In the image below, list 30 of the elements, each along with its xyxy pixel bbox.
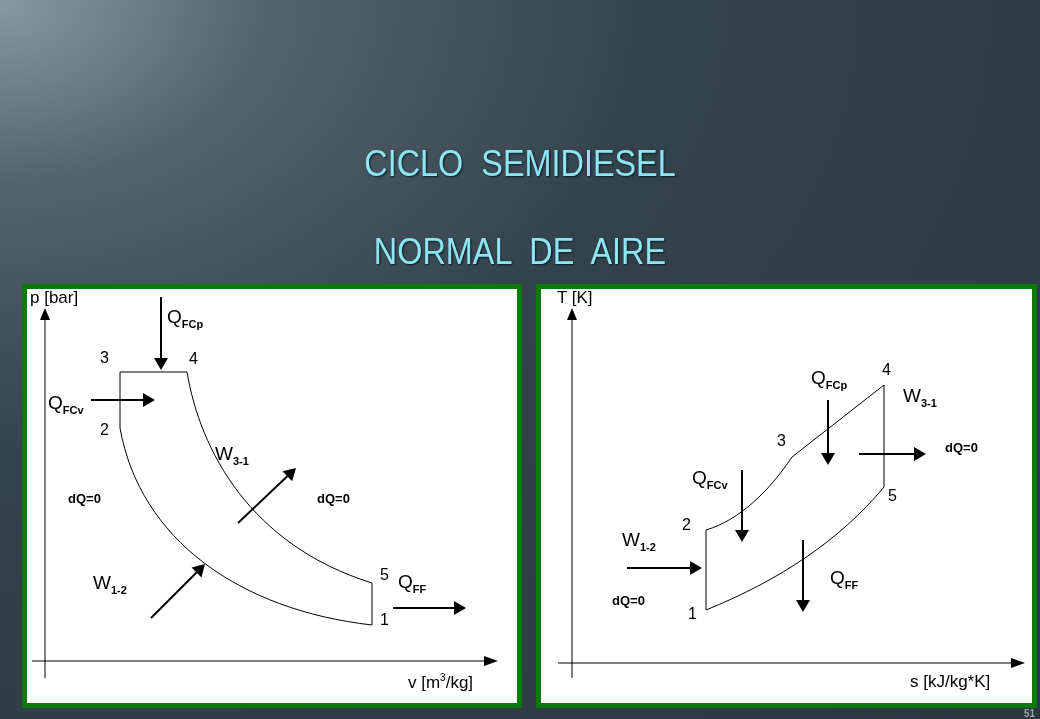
axis-label: s [kJ/kg*K] — [910, 673, 991, 690]
symbol-label: W$_{3-1}$ — [903, 386, 937, 409]
axis-label: v [m$^{3}$/kg] — [408, 673, 474, 691]
point-number: 5 — [888, 488, 897, 504]
point-number: 1 — [380, 612, 389, 628]
symbol-label: W$_{3-1}$ — [215, 444, 249, 467]
page-number: 51 — [1024, 709, 1036, 719]
symbol-label: W$_{1-2}$ — [622, 530, 656, 553]
point-number: 2 — [100, 422, 109, 438]
heat-note: dQ=0 — [612, 594, 645, 607]
symbol-label: Q$_{FF}$ — [830, 568, 859, 591]
symbol-label: Q$_{FCp}$ — [167, 307, 204, 330]
heat-note: dQ=0 — [68, 492, 101, 505]
point-number: 4 — [882, 362, 891, 378]
heat-note: dQ=0 — [945, 441, 978, 454]
point-number: 2 — [682, 517, 691, 533]
axis-label: p [bar] — [30, 289, 79, 306]
slide-title: CICLO SEMIDIESEL NORMAL DE AIRE — [363, 142, 677, 274]
axis-label: T [K] — [557, 289, 593, 306]
heat-note: dQ=0 — [317, 492, 350, 505]
symbol-label: W$_{1-2}$ — [93, 573, 127, 596]
symbol-label: Q$_{FF}$ — [398, 572, 427, 595]
point-number: 3 — [100, 350, 109, 366]
point-number: 1 — [688, 606, 697, 622]
symbol-label: Q$_{FCp}$ — [811, 368, 848, 391]
symbol-label: Q$_{FCv}$ — [692, 468, 728, 491]
symbol-label: Q$_{FCv}$ — [48, 393, 84, 416]
point-number: 5 — [380, 567, 389, 583]
point-number: 3 — [777, 433, 786, 449]
point-number: 4 — [189, 351, 198, 367]
